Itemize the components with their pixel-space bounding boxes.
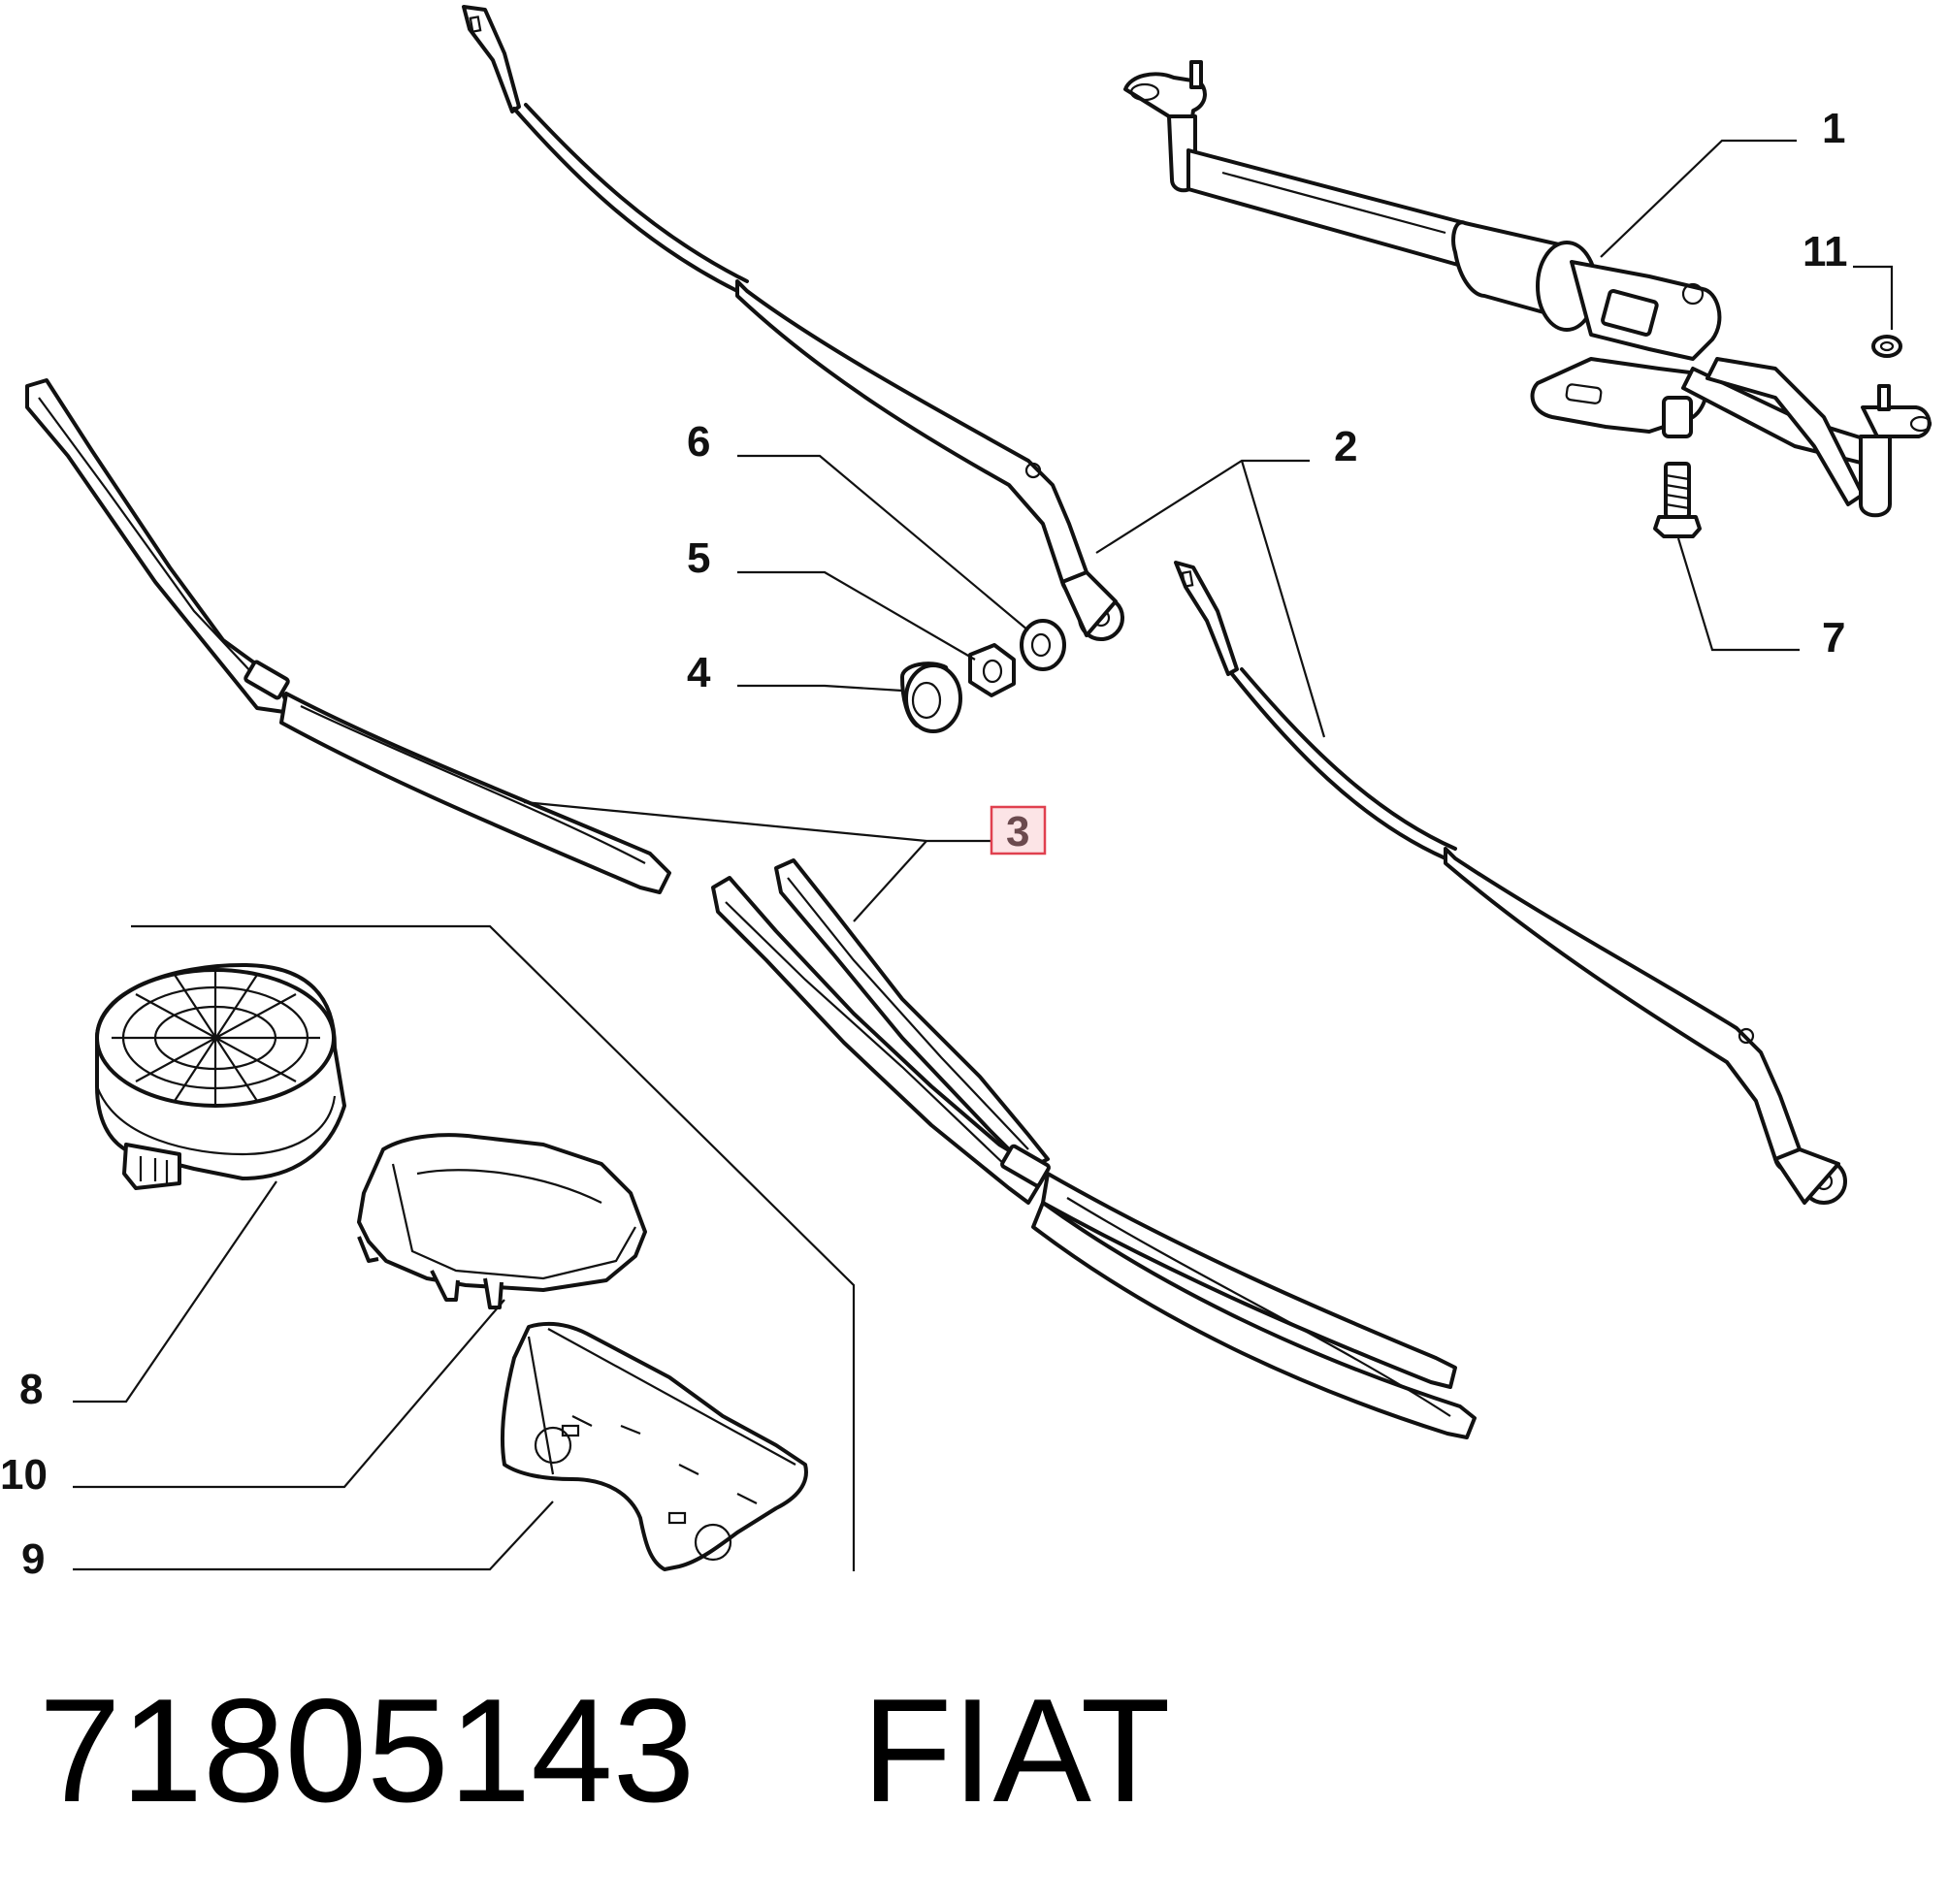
callout-10[interactable]: 10 (0, 1451, 48, 1499)
callout-7[interactable]: 7 (1822, 614, 1845, 662)
washer-part-11 (1871, 335, 1902, 358)
part-number: 71805143 (39, 1668, 696, 1833)
callout-8[interactable]: 8 (19, 1366, 43, 1413)
callout-3[interactable]: 3 (1006, 808, 1029, 855)
brand-name: FIAT (861, 1668, 1171, 1833)
callout-4[interactable]: 4 (687, 649, 711, 696)
wiper-linkage-motor (1123, 60, 1933, 518)
callout-9[interactable]: 9 (21, 1535, 45, 1583)
bolt-part-7 (1653, 462, 1702, 538)
wiper-blade-left (25, 378, 671, 894)
mounting-bracket-part-9 (501, 1321, 808, 1571)
callout-3-box (990, 805, 1047, 855)
bushing-part-4 (900, 662, 962, 733)
wiper-arm-lower (1174, 561, 1847, 1205)
leader-lines (73, 139, 1894, 1571)
wiper-arm-upper (462, 5, 1124, 641)
washer-part-6 (1020, 619, 1066, 671)
sensor-cover-part-10 (357, 1133, 647, 1309)
callout-11[interactable]: 11 (1803, 228, 1848, 275)
callout-labels: 1 11 2 6 5 4 7 3 8 10 9 (0, 105, 1848, 1583)
callout-1[interactable]: 1 (1822, 105, 1845, 152)
nut-part-5 (968, 643, 1016, 697)
callout-2[interactable]: 2 (1334, 423, 1357, 470)
wiper-blade-pair (711, 858, 1477, 1439)
callout-6[interactable]: 6 (687, 418, 710, 466)
rain-sensor-part-8 (95, 963, 346, 1190)
callout-3-highlight[interactable]: 3 (990, 805, 1047, 855)
part-caption: 71805143 FIAT (39, 1668, 1171, 1833)
callout-5[interactable]: 5 (687, 534, 710, 582)
